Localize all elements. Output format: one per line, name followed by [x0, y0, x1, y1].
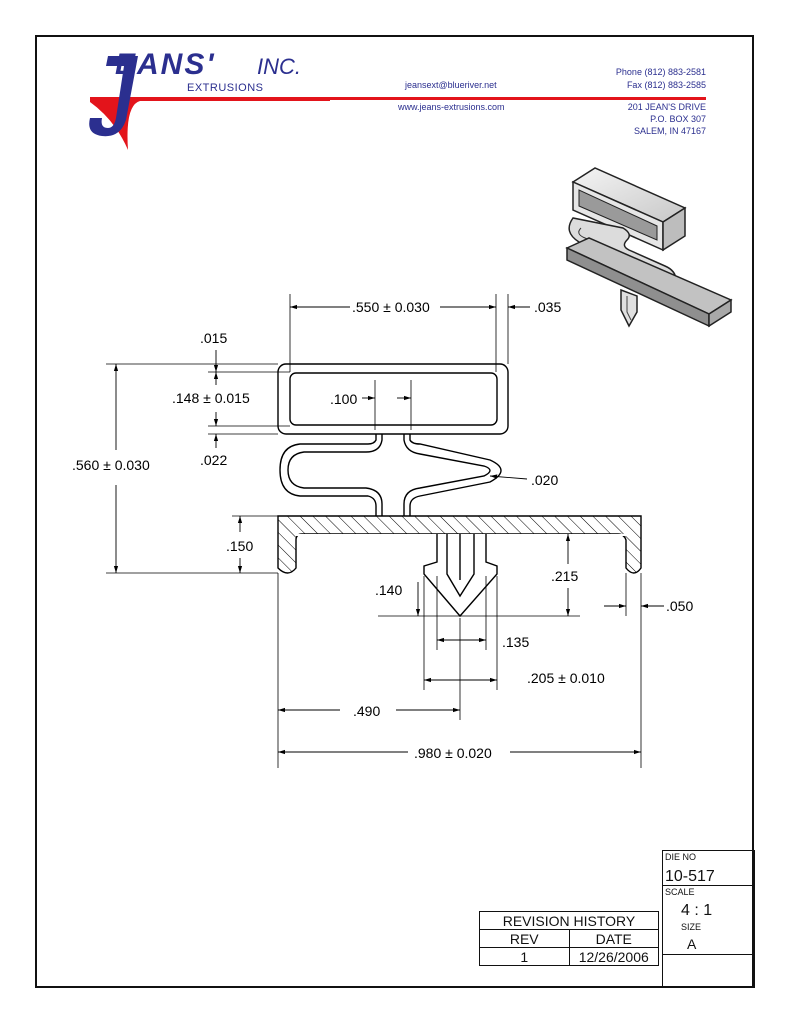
isometric-profile-illustration: [565, 167, 733, 328]
revision-history-table: REVISION HISTORY REV DATE 1 12/26/2006: [479, 911, 659, 966]
dim-hinge-wall: .020: [531, 472, 559, 488]
dim-lip: .050: [666, 598, 694, 614]
address-line-3: SALEM, IN 47167: [633, 126, 706, 136]
logo-red-swoosh: [90, 97, 330, 150]
die-number-label: DIE NO: [665, 852, 697, 862]
drawing-sheet: [35, 35, 754, 988]
revision-rev-cell: 1: [479, 947, 570, 966]
revision-title: REVISION HISTORY: [479, 911, 659, 930]
dim-wall-right: .035: [534, 299, 562, 315]
size-label: SIZE: [681, 922, 702, 932]
dim-flange-depth: .215: [551, 568, 579, 584]
address-line-2: P.O. BOX 307: [650, 114, 706, 124]
address-line-1: 201 JEAN'S DRIVE: [627, 102, 706, 112]
dim-dart-width: .205 ± 0.010: [527, 670, 605, 686]
die-number-value: 10-517: [665, 868, 715, 885]
revision-date-cell: 12/26/2006: [568, 947, 659, 966]
revision-col-date: DATE: [568, 929, 659, 948]
contact-phone: Phone (812) 883-2581: [615, 67, 706, 77]
scale-size-box: SCALE 4 : 1 SIZE A: [662, 885, 755, 955]
revision-col-rev: REV: [479, 929, 570, 948]
logo-inc: INC.: [257, 54, 301, 79]
header-rule: [330, 97, 706, 100]
contact-fax: Fax (812) 883-2585: [626, 80, 706, 90]
scale-value: 4 : 1: [681, 902, 713, 919]
dim-wall-top: .015: [200, 330, 228, 346]
title-block-bottom-box: [662, 954, 755, 988]
dim-top-width: .550 ± 0.030: [352, 299, 430, 315]
contact-website[interactable]: www.jeans-extrusions.com: [398, 102, 505, 112]
dim-dart-offset: .490: [353, 703, 381, 719]
dim-overall-width: .980 ± 0.020: [414, 745, 492, 761]
table-row: 1 12/26/2006: [479, 947, 659, 966]
dim-base-height: .150: [226, 538, 254, 554]
logo-name: EANS': [115, 48, 216, 81]
size-value: A: [687, 936, 697, 952]
contact-email[interactable]: jeansext@blueriver.net: [405, 80, 497, 90]
dim-slot: .100: [330, 391, 358, 407]
company-logo: [89, 56, 330, 150]
dim-dart-height: .140: [375, 582, 403, 598]
scale-label: SCALE: [665, 887, 695, 897]
dim-gap: .022: [200, 452, 228, 468]
logo-j-shape: [89, 56, 138, 137]
die-number-box: DIE NO 10-517: [662, 850, 755, 886]
dim-top-height: .148 ± 0.015: [172, 390, 250, 406]
dim-dart-neck: .135: [502, 634, 530, 650]
dim-overall-height: .560 ± 0.030: [72, 457, 150, 473]
logo-subtitle: EXTRUSIONS: [187, 82, 264, 94]
